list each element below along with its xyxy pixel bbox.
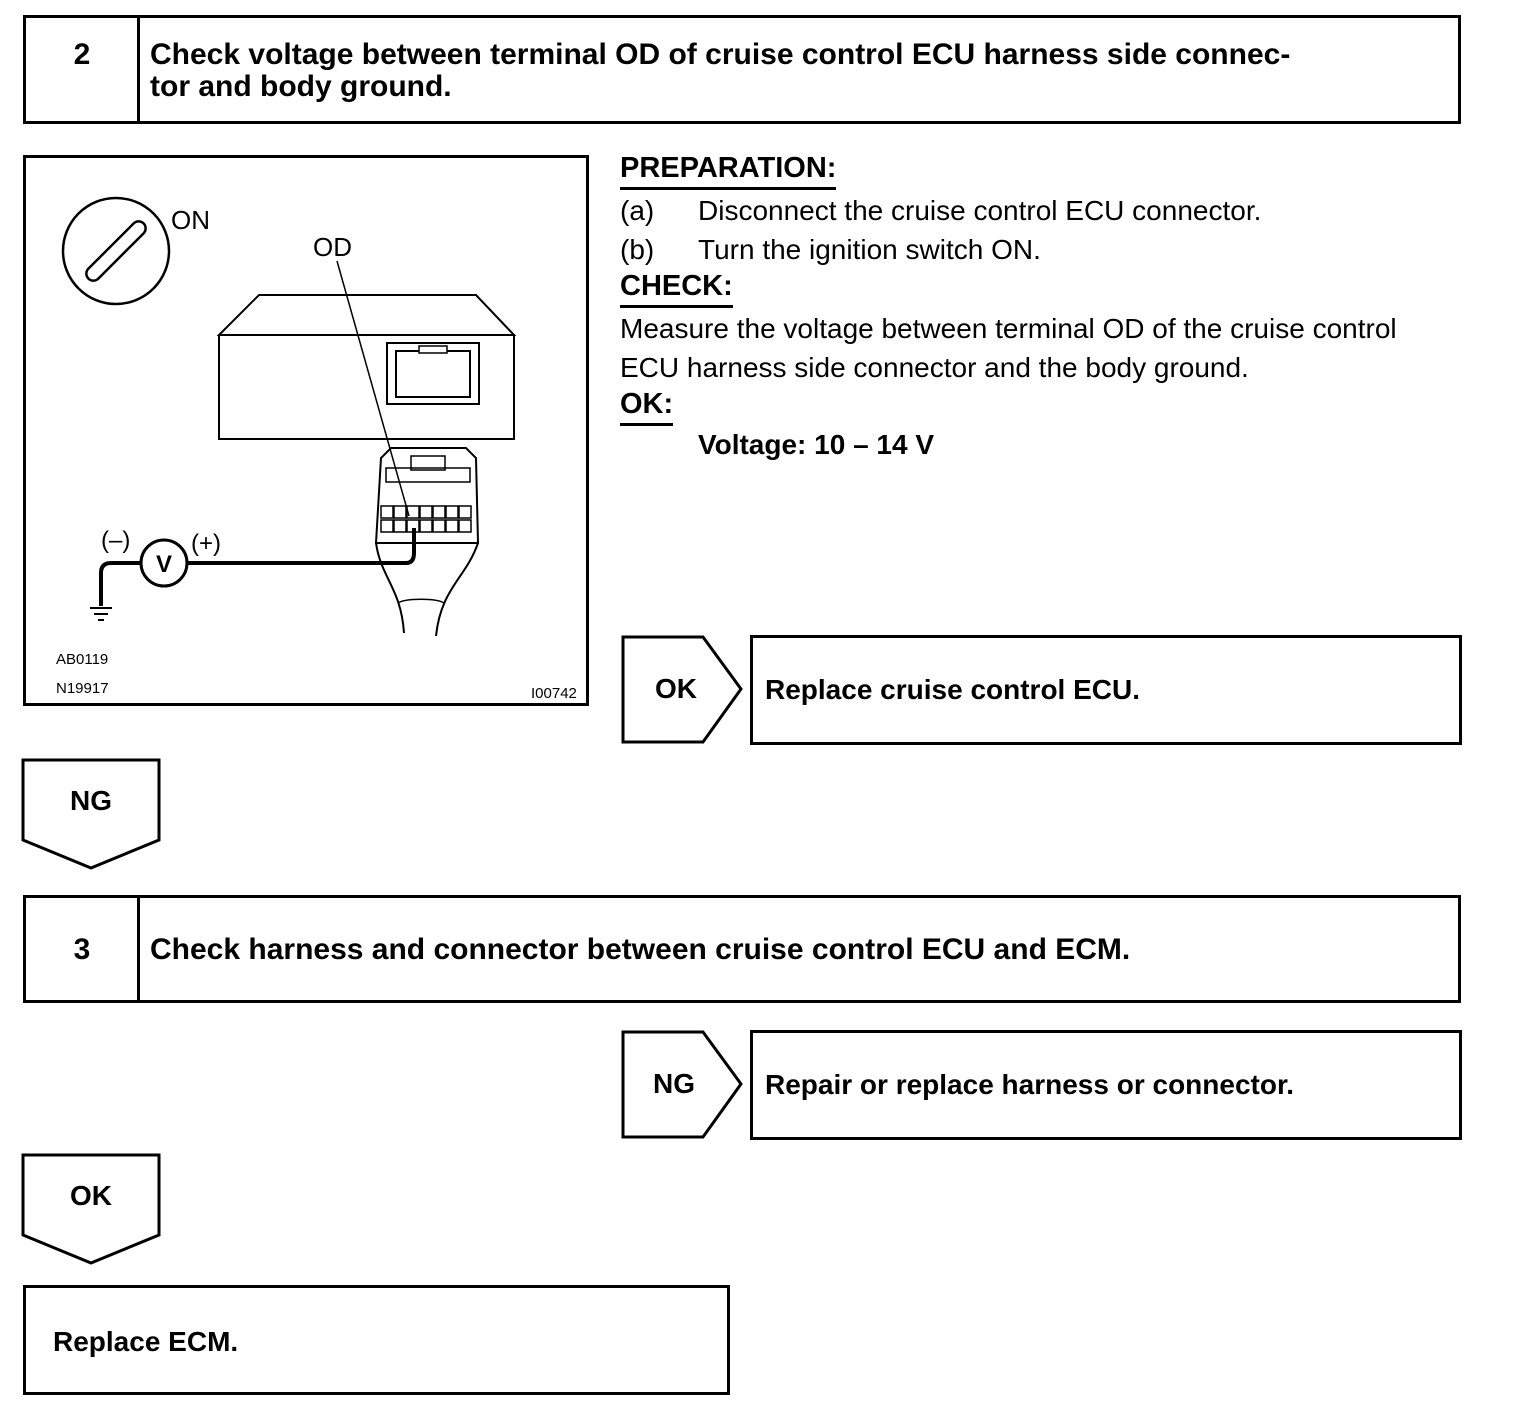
ok-branch-label: OK — [70, 1180, 112, 1211]
prep-b-marker: (b) — [620, 234, 655, 265]
negative-lead-label: (–) — [101, 527, 130, 554]
ng-result-text: Repair or replace harness or connector. — [765, 1069, 1295, 1100]
prep-b-text: Turn the ignition switch ON. — [698, 234, 1041, 265]
ng-branch-label: NG — [70, 785, 112, 816]
step-number: 3 — [73, 933, 91, 966]
ok-arrow-right-icon — [621, 635, 743, 744]
step-3-header: 3 Check harness and connector between cr… — [23, 895, 1461, 1003]
step-2-header: 2 Check voltage between terminal OD of c… — [23, 15, 1461, 124]
figure-code-2: N19917 — [56, 680, 109, 697]
prep-step-b: (b) Turn the ignition switch ON. — [620, 230, 1041, 269]
ecu-box-icon — [216, 294, 517, 440]
ng-branch-label: NG — [653, 1068, 695, 1099]
prep-step-a: (a) Disconnect the cruise control ECU con… — [620, 191, 1261, 230]
ok-heading: OK: — [620, 388, 674, 426]
ok-result-text: Replace cruise control ECU. — [765, 674, 1141, 705]
ok-arrow-down-icon — [21, 1153, 161, 1265]
ng-result-box: Repair or replace harness or connector. — [750, 1030, 1462, 1140]
step-title: Check harness and connector between crui… — [150, 933, 1131, 966]
final-action-box: Replace ECM. — [23, 1285, 730, 1395]
prep-a-text: Disconnect the cruise control ECU connec… — [698, 195, 1262, 226]
check-heading: CHECK: — [620, 270, 733, 308]
harness-connector-icon — [374, 447, 480, 637]
step-number: 2 — [73, 38, 91, 71]
step-title-line-2: tor and body ground. — [150, 70, 452, 103]
negative-lead — [99, 561, 141, 606]
ecu-connector-illustration: ON OD — [56, 196, 577, 702]
final-action-text: Replace ECM. — [53, 1326, 239, 1357]
ng-arrow-right-icon — [621, 1030, 743, 1139]
od-terminal-label: OD — [313, 232, 352, 262]
ng-arrow-down-icon — [21, 758, 161, 870]
positive-lead-label: (+) — [191, 530, 221, 557]
check-heading-text: CHECK: — [620, 270, 733, 308]
prep-a-marker: (a) — [620, 195, 655, 226]
ok-heading-text: OK: — [620, 388, 674, 426]
divider — [137, 898, 140, 1000]
ok-result-box: Replace cruise control ECU. — [750, 635, 1462, 745]
voltmeter-label: V — [156, 551, 172, 578]
ground-symbol-icon — [90, 607, 112, 621]
step-title-line-1: Check voltage between terminal OD of cru… — [150, 38, 1291, 71]
positive-lead — [187, 528, 416, 565]
ok-branch-label: OK — [655, 673, 697, 704]
step-title: Check voltage between terminal OD of cru… — [150, 39, 1450, 103]
ignition-switch-icon — [61, 196, 171, 306]
check-text-line-1: Measure the voltage between terminal OD … — [620, 313, 1397, 344]
wiring-figure: ON OD — [23, 155, 589, 706]
preparation-heading: PREPARATION: — [620, 152, 837, 190]
preparation-heading-text: PREPARATION: — [620, 152, 837, 190]
divider — [137, 18, 140, 121]
ignition-on-label: ON — [171, 205, 210, 235]
check-text-line-2: ECU harness side connector and the body … — [620, 352, 1249, 383]
ok-voltage-spec: Voltage: 10 – 14 V — [698, 429, 935, 460]
od-leader-line — [336, 260, 410, 517]
figure-code-1: AB0119 — [56, 651, 108, 668]
figure-code-3: I00742 — [531, 685, 577, 702]
